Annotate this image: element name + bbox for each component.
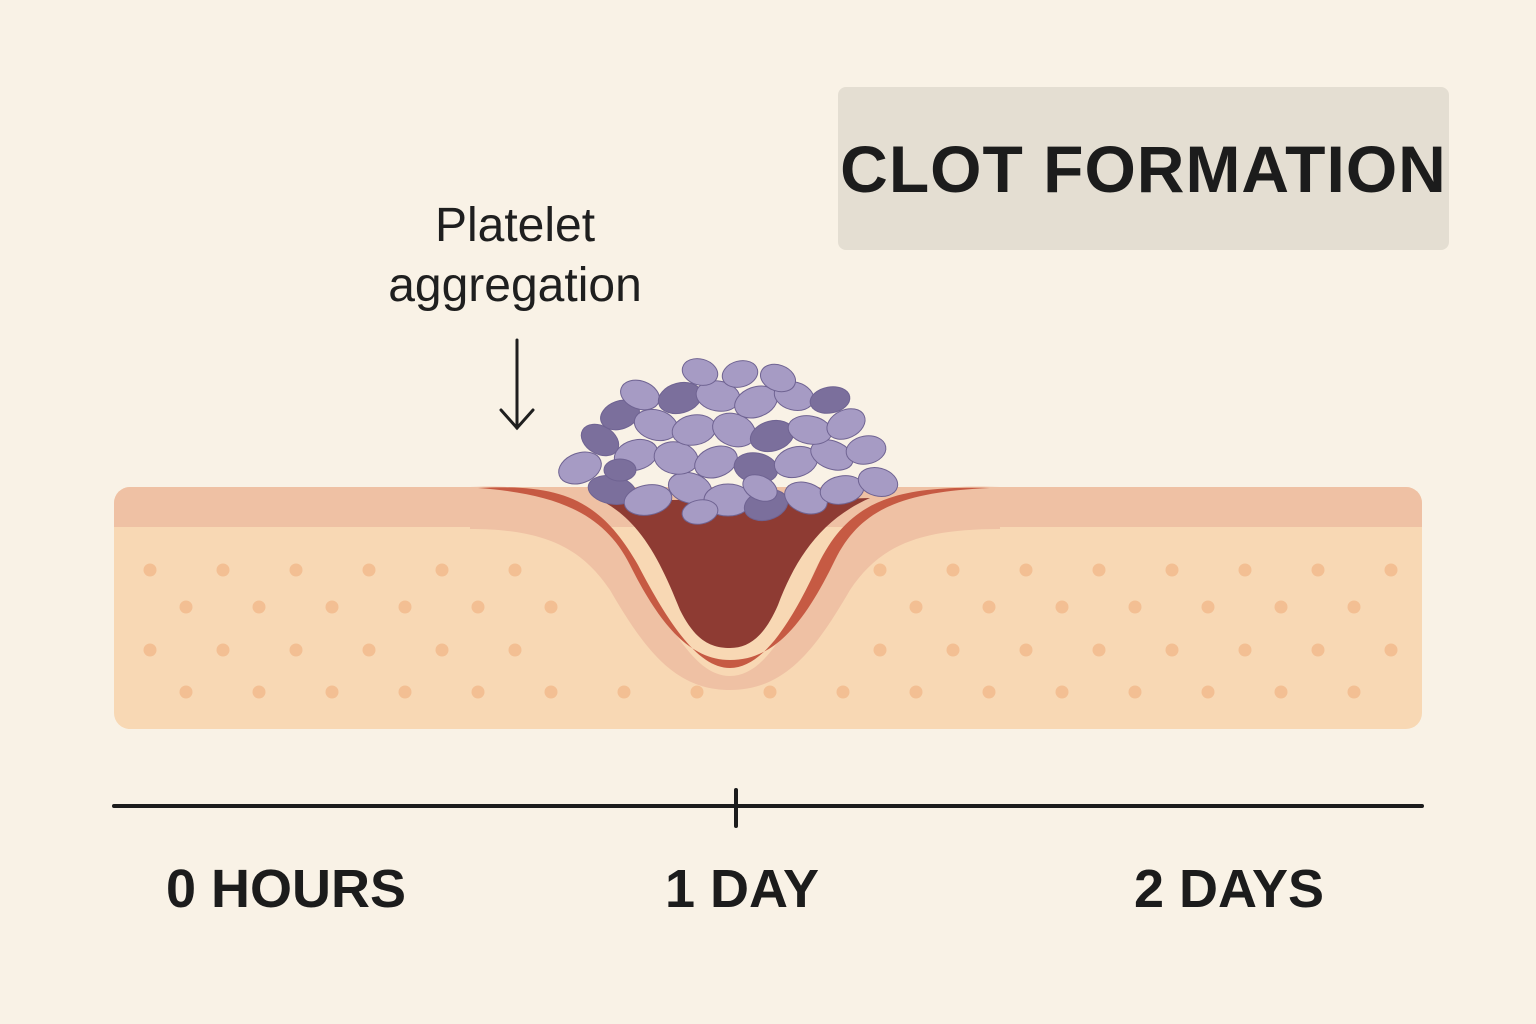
skin-dot — [179, 685, 193, 699]
platelet — [681, 358, 719, 386]
skin-dot — [909, 600, 923, 614]
skin-dot — [873, 643, 887, 657]
skin-dot — [1019, 643, 1033, 657]
skin-dot — [1274, 685, 1288, 699]
skin-dot — [435, 643, 449, 657]
skin-dot — [179, 600, 193, 614]
skin-dot — [690, 685, 704, 699]
skin-dot — [325, 600, 339, 614]
skin-dot — [982, 600, 996, 614]
skin-dot — [143, 643, 157, 657]
timeline-label-0-hours: 0 HOURS — [165, 859, 407, 919]
skin-dot — [216, 643, 230, 657]
skin-dot — [544, 685, 558, 699]
skin-dot — [1055, 600, 1069, 614]
annotation-line-2: aggregation — [388, 259, 642, 312]
skin-dot — [1128, 685, 1142, 699]
skin-dot — [873, 563, 887, 577]
skin-dot — [362, 643, 376, 657]
skin-dot — [252, 600, 266, 614]
skin-dot — [982, 685, 996, 699]
skin-dot — [1384, 563, 1398, 577]
wound-blood-pool — [600, 498, 870, 648]
platelet — [721, 360, 759, 388]
skin-dot — [362, 563, 376, 577]
skin-dot — [617, 685, 631, 699]
skin-dot — [1311, 643, 1325, 657]
skin-dot — [289, 563, 303, 577]
skin-dot — [1384, 643, 1398, 657]
platelet — [603, 458, 637, 482]
skin-dot — [946, 643, 960, 657]
skin-dot — [1055, 685, 1069, 699]
skin-dot — [836, 685, 850, 699]
skin-dot — [909, 685, 923, 699]
platelet — [857, 467, 899, 497]
platelet — [784, 481, 828, 515]
skin-dot — [1019, 563, 1033, 577]
skin-dot — [1092, 643, 1106, 657]
skin-dot — [1347, 600, 1361, 614]
skin-dot — [471, 600, 485, 614]
wound-outer-tissue — [470, 486, 1000, 690]
skin-dot — [1238, 643, 1252, 657]
platelet-clot — [558, 358, 899, 525]
title-box: CLOT FORMATION — [838, 87, 1449, 250]
skin-dot — [1238, 563, 1252, 577]
skin-dot — [1311, 563, 1325, 577]
skin-dot — [471, 685, 485, 699]
annotation-platelet-aggregation: Platelet aggregation — [340, 196, 690, 316]
skin-dot — [252, 685, 266, 699]
skin-dot — [398, 600, 412, 614]
skin-dot — [1274, 600, 1288, 614]
skin-dot — [1201, 685, 1215, 699]
timeline-label-1-day: 1 DAY — [664, 859, 820, 919]
skin-dot — [143, 563, 157, 577]
skin-dots — [143, 563, 1398, 699]
platelet — [810, 439, 854, 471]
platelet — [623, 484, 673, 516]
skin-dot — [1165, 643, 1179, 657]
annotation-line-1: Platelet — [434, 199, 596, 252]
platelet — [760, 363, 796, 393]
skin-dot — [325, 685, 339, 699]
skin-dot — [544, 600, 558, 614]
skin-dot — [289, 643, 303, 657]
down-arrow-icon — [499, 338, 535, 431]
platelet — [845, 435, 887, 465]
skin-dot — [1092, 563, 1106, 577]
skin-dot — [508, 563, 522, 577]
skin-dot — [1201, 600, 1215, 614]
timeline-label-2-days: 2 DAYS — [1133, 859, 1325, 919]
skin-dot — [435, 563, 449, 577]
platelet — [681, 499, 719, 525]
skin-dot — [508, 643, 522, 657]
skin-dot — [1128, 600, 1142, 614]
diagram-title: CLOT FORMATION — [840, 131, 1447, 206]
platelet — [809, 386, 851, 414]
platelet — [558, 451, 602, 485]
platelet — [694, 445, 738, 479]
skin-dot — [398, 685, 412, 699]
skin-dot — [1165, 563, 1179, 577]
platelet — [826, 408, 866, 440]
skin-dot — [1347, 685, 1361, 699]
skin-dot — [216, 563, 230, 577]
skin-dot — [946, 563, 960, 577]
platelet — [742, 474, 778, 502]
skin-dot — [763, 685, 777, 699]
